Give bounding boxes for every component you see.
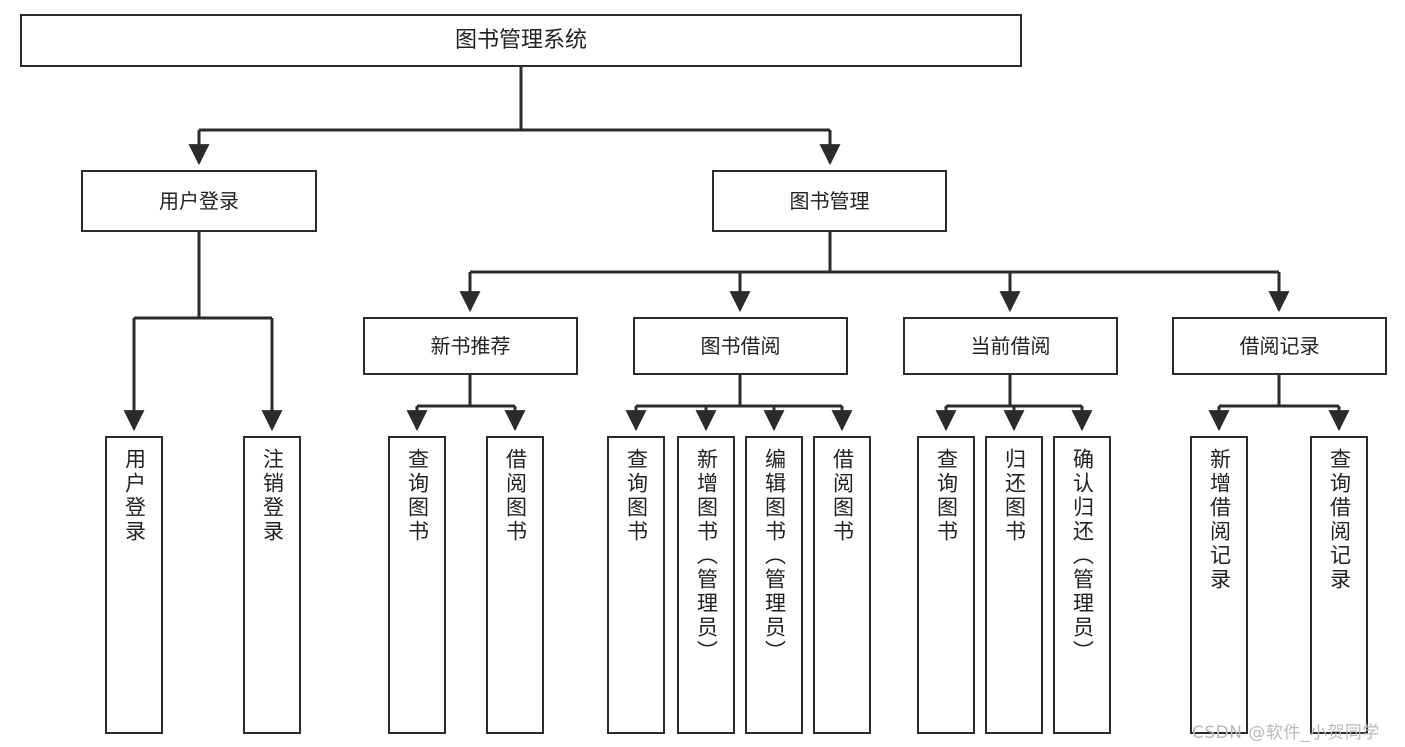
node-leaf-cur-return[interactable]: 归还图书: [985, 436, 1043, 734]
node-leaf-borrow-edit[interactable]: 编辑图书（管理员）: [745, 436, 803, 734]
node-leaf-borrow-add-label: 新增图书（管理员）: [694, 448, 719, 664]
node-leaf-rec-add-label: 新增借阅记录: [1207, 448, 1232, 592]
node-book-borrow[interactable]: 图书借阅: [633, 317, 848, 375]
node-leaf-rec-borrow-label: 借阅图书: [503, 448, 528, 544]
node-book-manage-label: 图书管理: [789, 188, 870, 213]
node-leaf-borrow-lend-label: 借阅图书: [830, 448, 855, 544]
node-new-book-rec[interactable]: 新书推荐: [363, 317, 578, 375]
node-book-borrow-label: 图书借阅: [700, 333, 781, 358]
node-leaf-borrow-edit-label: 编辑图书（管理员）: [762, 448, 787, 664]
node-root-label: 图书管理系统: [454, 27, 587, 53]
node-leaf-rec-query-label: 查询图书: [405, 448, 430, 544]
node-borrow-record[interactable]: 借阅记录: [1172, 317, 1387, 375]
node-leaf-user-login-label: 用户登录: [122, 448, 147, 544]
node-book-manage[interactable]: 图书管理: [712, 170, 947, 232]
node-leaf-cur-return-label: 归还图书: [1002, 448, 1027, 544]
node-leaf-user-logout-label: 注销登录: [260, 448, 285, 544]
node-leaf-user-login[interactable]: 用户登录: [105, 436, 163, 734]
node-leaf-rec-search-label: 查询借阅记录: [1327, 448, 1352, 592]
node-root-system[interactable]: 图书管理系统: [20, 14, 1022, 67]
node-borrow-record-label: 借阅记录: [1239, 333, 1320, 358]
node-leaf-cur-query-label: 查询图书: [934, 448, 959, 544]
node-leaf-rec-query[interactable]: 查询图书: [388, 436, 446, 734]
node-leaf-borrow-query[interactable]: 查询图书: [607, 436, 665, 734]
node-leaf-cur-confirm[interactable]: 确认归还（管理员）: [1053, 436, 1111, 734]
node-leaf-borrow-query-label: 查询图书: [624, 448, 649, 544]
node-leaf-rec-search[interactable]: 查询借阅记录: [1310, 436, 1368, 734]
node-current-borrow-label: 当前借阅: [970, 333, 1051, 358]
node-leaf-user-logout[interactable]: 注销登录: [243, 436, 301, 734]
node-leaf-borrow-lend[interactable]: 借阅图书: [813, 436, 871, 734]
csdn-watermark: CSDN @软件_小贺同学: [1192, 723, 1380, 743]
node-user-login[interactable]: 用户登录: [81, 170, 317, 232]
node-new-book-rec-label: 新书推荐: [430, 333, 511, 358]
node-current-borrow[interactable]: 当前借阅: [903, 317, 1118, 375]
node-leaf-cur-query[interactable]: 查询图书: [917, 436, 975, 734]
node-leaf-borrow-add[interactable]: 新增图书（管理员）: [677, 436, 735, 734]
node-leaf-cur-confirm-label: 确认归还（管理员）: [1070, 448, 1095, 664]
node-leaf-rec-borrow[interactable]: 借阅图书: [486, 436, 544, 734]
node-leaf-rec-add[interactable]: 新增借阅记录: [1190, 436, 1248, 734]
node-user-login-label: 用户登录: [159, 188, 239, 213]
